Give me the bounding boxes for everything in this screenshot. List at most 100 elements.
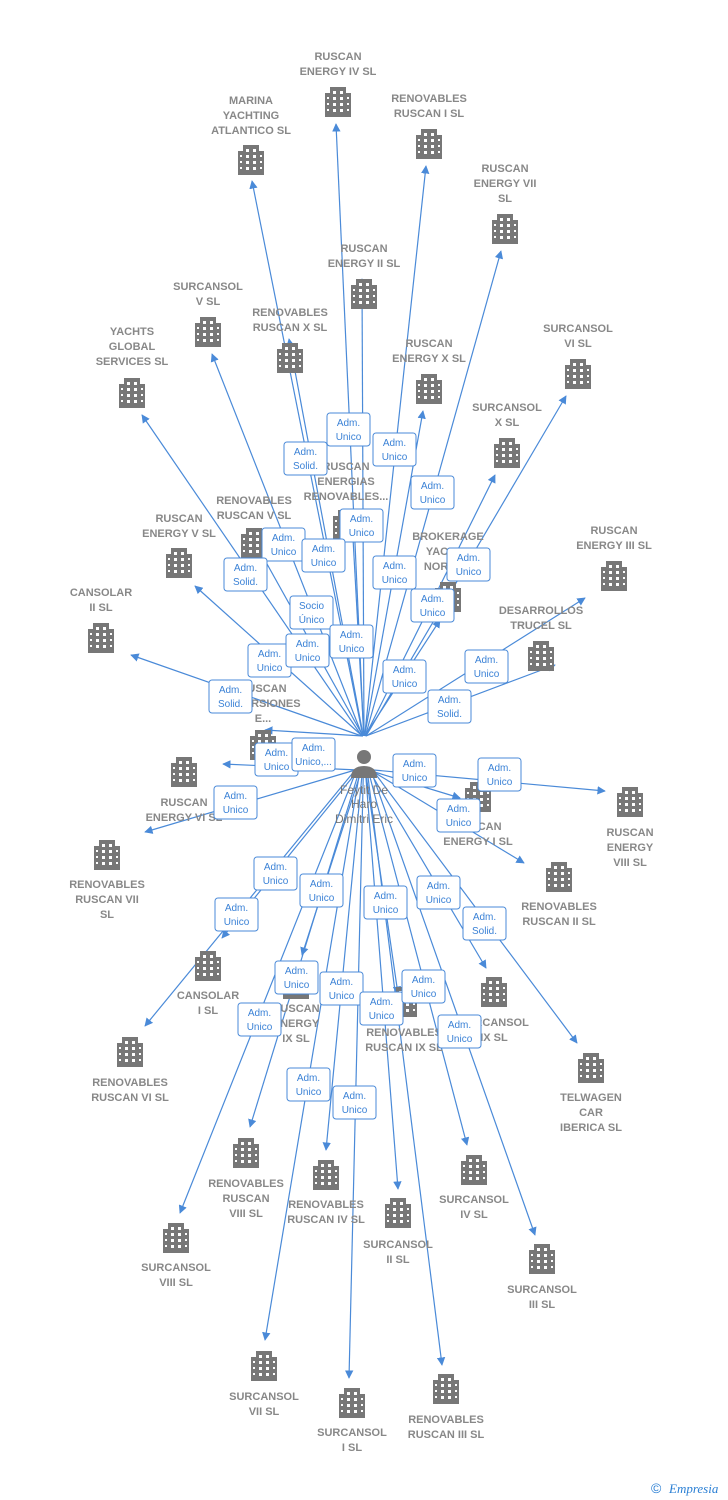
footer-brand[interactable]: © Empresia [651, 1480, 719, 1496]
building-icon[interactable] [163, 1223, 189, 1253]
building-icon[interactable] [492, 214, 518, 244]
relation-badge[interactable]: Adm.Unico [339, 508, 384, 543]
relation-badge[interactable]: Adm.Unico [410, 475, 455, 510]
relation-badge[interactable]: Adm.Unico [436, 798, 481, 833]
building-icon[interactable] [117, 1037, 143, 1067]
building-icon[interactable] [494, 438, 520, 468]
building-icon[interactable] [351, 279, 377, 309]
relation-badge[interactable]: Adm.Solid. [462, 906, 507, 941]
relation-badge[interactable]: Adm.Solid. [427, 689, 472, 724]
relation-badge[interactable]: Adm.Unico,... [291, 737, 336, 772]
relation-badge[interactable]: Adm.Unico [329, 624, 374, 659]
building-icon[interactable] [416, 374, 442, 404]
relation-badge[interactable]: Adm.Unico [372, 555, 417, 590]
building-icon[interactable] [529, 1244, 555, 1274]
building-icon[interactable] [195, 951, 221, 981]
building-icon[interactable] [565, 359, 591, 389]
relation-badge[interactable]: Adm.Unico [382, 659, 427, 694]
building-icon[interactable] [461, 1155, 487, 1185]
person-node[interactable]: Feytit De Haro Dimitri Eric [335, 750, 393, 826]
relation-badge[interactable]: Adm.Solid. [223, 557, 268, 592]
building-icon[interactable] [528, 641, 554, 671]
relation-badge[interactable]: Adm.Unico [274, 960, 319, 995]
relation-badge[interactable]: Adm.Unico [319, 971, 364, 1006]
relation-badge[interactable]: Adm.Unico [261, 527, 306, 562]
relation-badge[interactable]: Adm.Unico [247, 643, 292, 678]
building-icon[interactable] [238, 145, 264, 175]
building-icon[interactable] [617, 787, 643, 817]
building-icon[interactable] [233, 1138, 259, 1168]
relation-badge[interactable]: Adm.Unico [286, 1067, 331, 1102]
relation-badge[interactable]: Adm.Unico [326, 412, 371, 447]
relation-badge[interactable]: Adm.Unico [254, 742, 299, 777]
building-icon[interactable] [94, 840, 120, 870]
building-icon[interactable] [88, 623, 114, 653]
building-icon[interactable] [313, 1160, 339, 1190]
relation-badge[interactable]: Adm.Unico [285, 633, 330, 668]
building-icon[interactable] [601, 561, 627, 591]
building-icon[interactable] [325, 87, 351, 117]
building-icon[interactable] [385, 1198, 411, 1228]
building-icon[interactable] [433, 1374, 459, 1404]
relation-badge[interactable]: Adm.Unico [416, 875, 461, 910]
relation-badge[interactable]: Adm.Unico [477, 757, 522, 792]
building-icon[interactable] [416, 129, 442, 159]
relation-badge[interactable]: Adm.Solid. [283, 441, 328, 476]
building-icon[interactable] [166, 548, 192, 578]
relation-badge[interactable]: Adm.Unico [332, 1085, 377, 1120]
building-icon[interactable] [339, 1388, 365, 1418]
relation-badge[interactable]: Adm.Unico [213, 785, 258, 820]
relation-badge[interactable]: Adm.Unico [301, 538, 346, 573]
relation-badge[interactable]: Adm.Unico [214, 897, 259, 932]
relation-badge[interactable]: Adm.Unico [446, 547, 491, 582]
relation-badge[interactable]: Adm.Unico [359, 991, 404, 1026]
relation-badge[interactable]: Adm.Unico [372, 432, 417, 467]
building-icon[interactable] [481, 977, 507, 1007]
building-icon[interactable] [119, 378, 145, 408]
relation-badge[interactable]: Adm.Unico [401, 969, 446, 1004]
relation-badge[interactable]: Adm.Unico [363, 885, 408, 920]
relation-badge[interactable]: Adm.Unico [392, 753, 437, 788]
building-icon[interactable] [546, 862, 572, 892]
relation-badge[interactable]: Adm.Unico [410, 588, 455, 623]
building-icon[interactable] [195, 317, 221, 347]
relation-badge[interactable]: Adm.Unico [437, 1014, 482, 1049]
relation-badge[interactable]: Adm.Unico [299, 873, 344, 908]
relation-badge[interactable]: Adm.Unico [237, 1002, 282, 1037]
building-icon[interactable] [251, 1351, 277, 1381]
